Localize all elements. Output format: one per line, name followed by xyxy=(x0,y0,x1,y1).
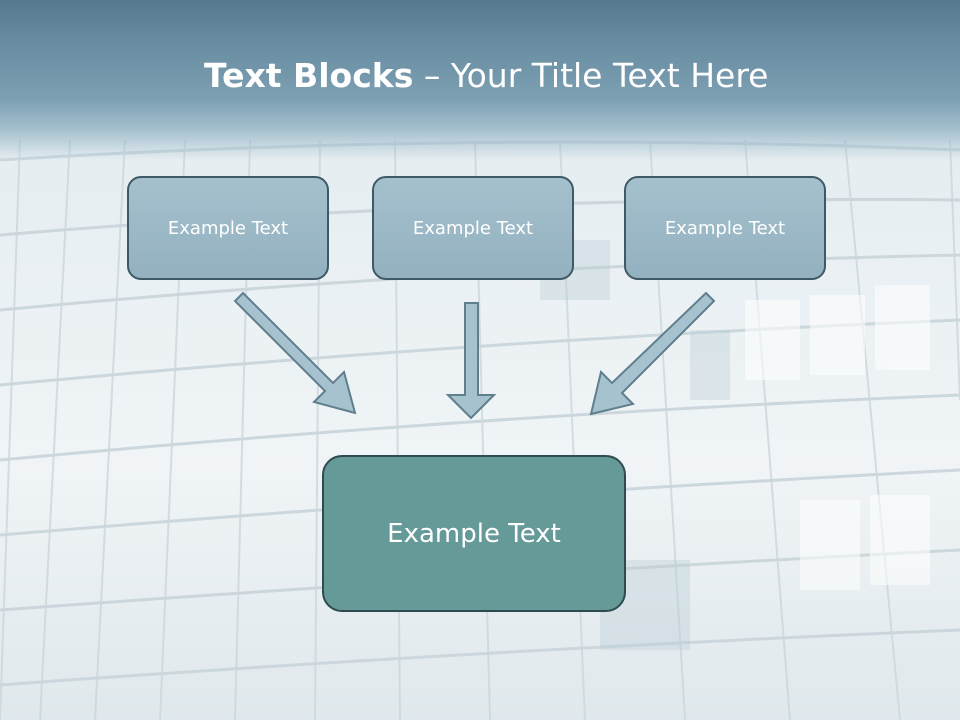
text-block-3-label: Example Text xyxy=(664,217,786,239)
text-block-1[interactable]: Example Text xyxy=(127,176,329,280)
text-block-2[interactable]: Example Text xyxy=(372,176,574,280)
target-block[interactable]: Example Text xyxy=(322,455,626,612)
title-bar xyxy=(0,0,960,160)
text-block-2-label: Example Text xyxy=(412,217,534,239)
title-bold: Text Blocks xyxy=(204,56,414,95)
text-block-1-label: Example Text xyxy=(167,217,289,239)
text-block-3[interactable]: Example Text xyxy=(624,176,826,280)
page-title: Text Blocks – Your Title Text Here xyxy=(204,54,768,98)
target-block-label: Example Text xyxy=(387,518,561,549)
title-rest: – Your Title Text Here xyxy=(413,56,769,95)
